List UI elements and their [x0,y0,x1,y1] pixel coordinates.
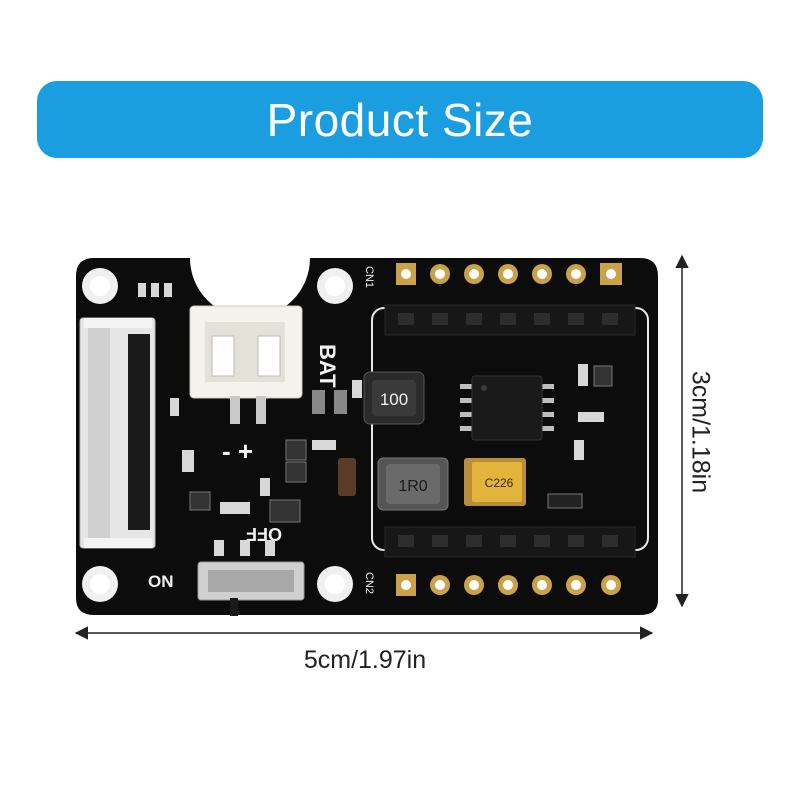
inductor-large-label: 100 [380,390,408,409]
width-dimension-label: 5cm/1.97in [303,646,427,674]
product-size-banner: Product Size [37,81,763,158]
on-label: ON [148,572,174,591]
ic-chip [460,375,554,441]
inductor-small-label: 1R0 [398,478,427,495]
cn1-label: CN1 [363,266,375,288]
header-socket-bottom [384,526,636,558]
banner-title: Product Size [266,93,534,146]
off-label: OFF [246,524,282,544]
capacitor: C226 [464,458,526,506]
smd-components [138,283,613,556]
battery-connector [189,305,303,424]
bat-label: BAT [315,344,340,388]
height-dimension-label: 3cm/1.18in [686,370,715,494]
polarity-label: - + [222,436,253,466]
fpc-connector [79,317,156,549]
header-socket-top [384,304,636,336]
mounting-holes [82,268,353,602]
capacitor-label: C226 [485,476,514,490]
cn2-label: CN2 [363,572,375,594]
header-pads-top [396,263,622,285]
inductor-small: 1R0 [377,457,449,511]
slide-switch [197,561,305,616]
header-pads-bottom [396,574,621,596]
inductor-large: 100 [363,371,425,425]
